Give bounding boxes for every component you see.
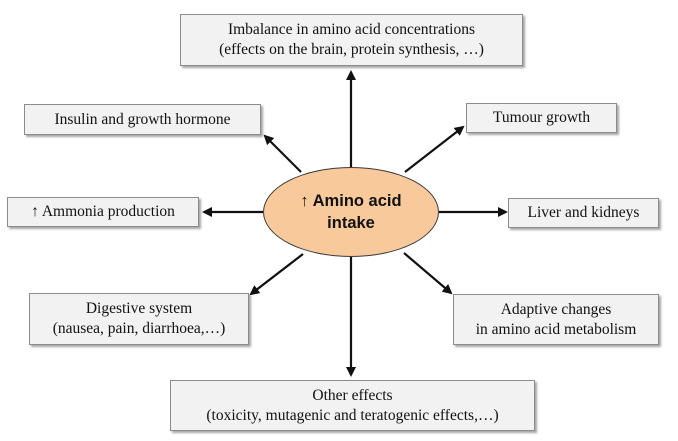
- arrow-to-tumour: [404, 125, 465, 173]
- arrow-to-insulin: [263, 134, 302, 173]
- node-tumour-growth: Tumour growth: [466, 103, 617, 133]
- node-label: Liver and kidneys: [527, 204, 640, 221]
- node-other-effects: Other effects (toxicity, mutagenic and t…: [170, 380, 535, 431]
- node-ammonia-production: ↑ Ammonia production: [7, 197, 199, 227]
- node-label-line1: Other effects: [312, 386, 393, 404]
- node-label: Insulin and growth hormone: [54, 110, 231, 128]
- node-digestive-system: Digestive system (nausea, pain, diarrhoe…: [29, 293, 249, 345]
- center-label-line2: intake: [327, 214, 375, 232]
- node-liver-kidneys: Liver and kidneys: [508, 198, 659, 228]
- node-label: Tumour growth: [492, 109, 591, 126]
- node-label-line2: in amino acid metabolism: [475, 320, 637, 338]
- node-label-line1: Adaptive changes: [500, 300, 612, 318]
- node-label-line2: (effects on the brain, protein synthesis…: [219, 41, 484, 58]
- node-label-line2: (toxicity, mutagenic and teratogenic eff…: [206, 406, 499, 424]
- node-adaptive-changes: Adaptive changes in amino acid metabolis…: [453, 294, 659, 345]
- arrow-to-adaptive: [403, 252, 453, 295]
- center-node: ↑ Amino acid intake: [263, 167, 439, 257]
- node-label-line2: (nausea, pain, diarrhoea,…): [52, 320, 226, 337]
- node-amino-acid-imbalance: Imbalance in amino acid concentrations (…: [180, 14, 523, 66]
- node-label: ↑ Ammonia production: [31, 203, 175, 220]
- center-label-line1: ↑ Amino acid: [300, 192, 402, 210]
- node-label-line1: Imbalance in amino acid concentrations: [227, 21, 476, 38]
- node-insulin-growth-hormone: Insulin and growth hormone: [24, 104, 261, 135]
- node-label-line1: Digestive system: [85, 300, 193, 317]
- arrow-to-digestive: [249, 253, 304, 296]
